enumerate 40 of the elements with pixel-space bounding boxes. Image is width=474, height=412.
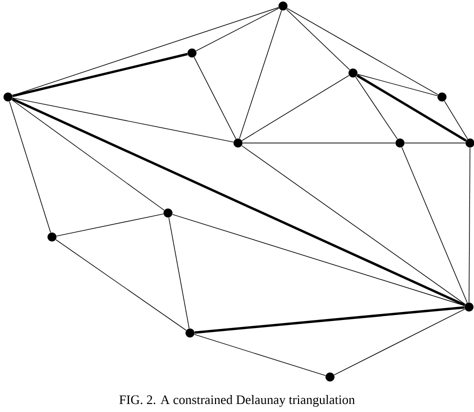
edge-line bbox=[357, 74, 438, 96]
edge-line bbox=[401, 146, 468, 304]
edge-line bbox=[56, 239, 186, 331]
vertex-dot bbox=[186, 328, 194, 338]
edge-line bbox=[468, 147, 470, 303]
edge-line bbox=[404, 142, 466, 144]
edge-line bbox=[12, 98, 466, 306]
edge-line bbox=[56, 214, 164, 236]
edge-line bbox=[241, 145, 466, 305]
edge-line bbox=[334, 308, 466, 376]
edge-line bbox=[242, 142, 396, 144]
vertex-dot bbox=[278, 2, 288, 10]
vertex-dot bbox=[48, 232, 56, 242]
edge-line bbox=[12, 98, 234, 142]
vertex-dot bbox=[438, 92, 446, 102]
edge-line bbox=[286, 8, 438, 96]
vertex-dot bbox=[234, 138, 242, 148]
edge-line bbox=[9, 101, 51, 233]
edge-line bbox=[194, 306, 464, 334]
edge-line bbox=[194, 56, 236, 140]
edge-line bbox=[242, 75, 350, 141]
edge-line bbox=[12, 52, 188, 98]
vertex-dot bbox=[188, 48, 196, 58]
vertex-dot bbox=[164, 208, 172, 218]
edge-line bbox=[444, 100, 468, 140]
edge-line bbox=[172, 214, 465, 306]
figure-caption: FIG. 2. A constrained Delaunay triangulation bbox=[119, 395, 355, 407]
edge-line bbox=[168, 217, 190, 329]
vertex-dot bbox=[396, 138, 404, 148]
vertex-dot bbox=[348, 68, 358, 78]
edge-line bbox=[194, 334, 326, 376]
edge-line bbox=[356, 74, 467, 142]
edge-line bbox=[355, 76, 398, 140]
vertex-dot bbox=[4, 92, 12, 102]
edge-line bbox=[286, 8, 350, 70]
vertex-dot bbox=[326, 372, 334, 382]
edge-line bbox=[239, 10, 282, 139]
vertex-dot bbox=[464, 302, 474, 312]
edge-line bbox=[196, 8, 280, 52]
edge-line bbox=[11, 99, 165, 211]
